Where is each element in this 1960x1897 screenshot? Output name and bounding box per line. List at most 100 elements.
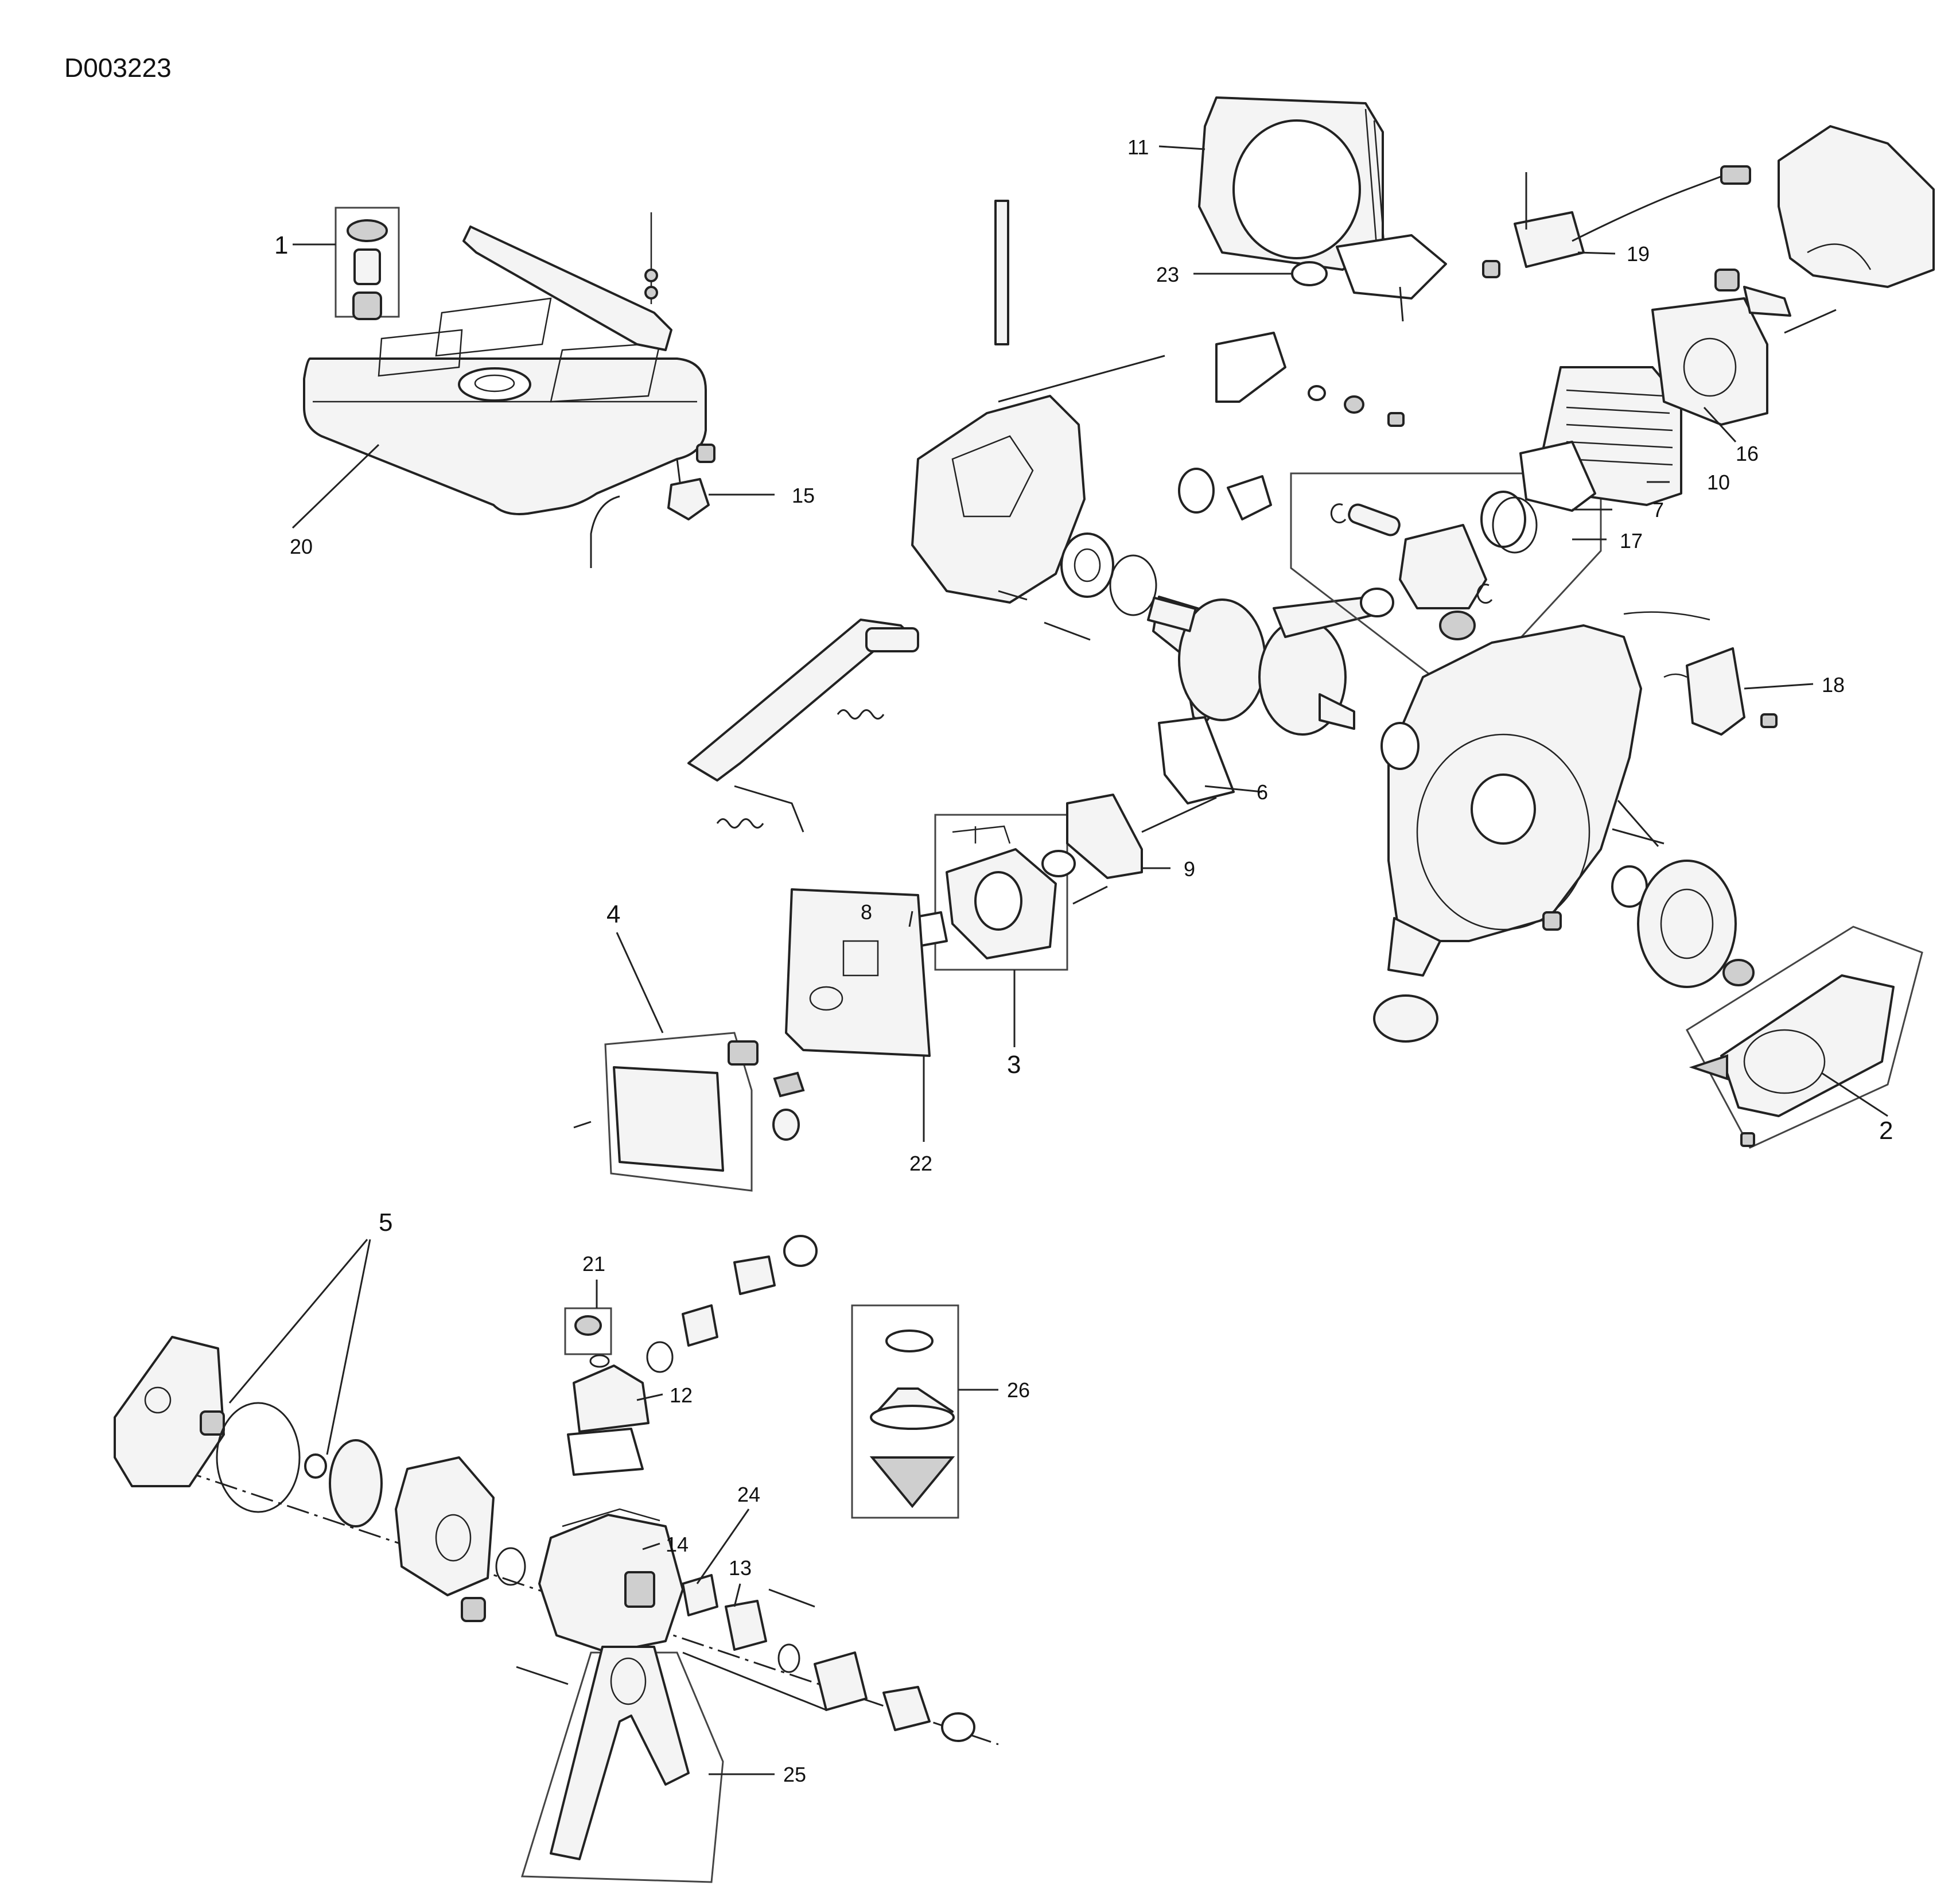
callout-23: 23: [1156, 263, 1179, 286]
exhaust-bracket: [1215, 332, 1286, 403]
ignition-module: [1686, 647, 1745, 736]
pump-stand-box: [520, 1651, 724, 1883]
rubber-mount: [1373, 994, 1438, 1043]
inlet-nipple: [814, 1651, 868, 1711]
callout-25: 25: [783, 1763, 806, 1786]
governor-spring-1: [837, 709, 885, 720]
cylinder-fins: [1566, 389, 1673, 466]
nut-small: [1344, 395, 1364, 414]
outlet-nipple: [682, 1304, 718, 1347]
callout-19: 19: [1627, 242, 1650, 266]
leader-8: [908, 911, 913, 927]
tank-panel-front: [378, 329, 463, 377]
pump-stud-2: [516, 1666, 569, 1685]
air-filter-element: [728, 1040, 759, 1066]
o-ring-large: [216, 1402, 301, 1513]
fuel-cap: [347, 219, 388, 242]
crankcase-bolt-2: [1612, 828, 1665, 845]
air-filter-cover-hole: [809, 986, 843, 1011]
flywheel-nut: [1722, 959, 1755, 986]
impeller: [329, 1439, 383, 1527]
filler-opening: [474, 374, 515, 392]
callout-5: 5: [379, 1208, 392, 1237]
callout-26: 26: [1007, 1378, 1030, 1402]
pump-casing-port: [624, 1571, 655, 1608]
starter-bolt: [1740, 1132, 1755, 1147]
piston-ring-2: [1492, 496, 1538, 554]
recoil-starter-box: [1686, 926, 1923, 1149]
muffler-gasket-23: [1291, 261, 1328, 286]
carb-gasket-small: [1041, 850, 1076, 877]
air-filter-assembly: [573, 888, 931, 1192]
flywheel-hub: [1660, 888, 1714, 959]
shroud-cutout: [1807, 243, 1872, 270]
piston-pin: [1348, 503, 1401, 537]
volute-o-ring: [495, 1547, 526, 1586]
leader-11: [1158, 145, 1205, 150]
governor-lever: [865, 627, 919, 652]
crankcase-foot: [1387, 917, 1441, 977]
crankcase-nut: [1542, 911, 1562, 931]
leader-12: [636, 1393, 663, 1401]
carburetor-box: [934, 814, 1068, 971]
cylinder-gasket: [1519, 441, 1596, 512]
crankcase-right-bore: [1471, 773, 1536, 845]
choke-link: [734, 785, 804, 833]
air-filter-cover-window: [842, 940, 879, 977]
volute-eye: [435, 1514, 472, 1562]
fuel-strainer: [352, 291, 382, 320]
priming-plug-box: [564, 1307, 612, 1355]
fuel-valve: [667, 478, 710, 520]
callout-9: 9: [1184, 857, 1195, 881]
leader-16: [1703, 406, 1737, 443]
pump-stud-1: [768, 1588, 815, 1608]
fuel-tank: [303, 357, 707, 515]
leader-lines: [228, 145, 1888, 1775]
leader-5b: [326, 1239, 371, 1455]
con-rod-small-end: [1360, 588, 1394, 617]
callout-12: 12: [670, 1383, 693, 1407]
callout-18: 18: [1822, 673, 1845, 697]
leader-24: [696, 1509, 750, 1584]
flywheel: [1637, 860, 1737, 988]
piston-ring-1: [1480, 491, 1526, 548]
inlet-o-ring: [777, 1643, 800, 1673]
callout-20: 20: [290, 535, 313, 558]
callout-10: 10: [1707, 471, 1730, 494]
recoil-starter: [1720, 974, 1895, 1117]
piston-clip-2: [1476, 584, 1493, 604]
outlet-hose-clamp: [783, 1235, 818, 1267]
fuel-hose: [590, 495, 620, 568]
priming-plug-o-ring: [589, 1354, 610, 1368]
air-filter-plate: [613, 1066, 724, 1172]
carburetor-bore: [974, 871, 1022, 931]
leader-20: [291, 444, 380, 529]
outlet-nut: [733, 1255, 776, 1295]
leader-13: [733, 1583, 741, 1607]
crankcase-left: [911, 395, 1086, 604]
strainer-disk: [870, 1405, 955, 1430]
leader-18: [1744, 683, 1814, 690]
bolt-small: [1387, 412, 1405, 427]
hv-lead: [1572, 171, 1733, 242]
valve-stem: [676, 458, 681, 483]
callout-6: 6: [1257, 780, 1268, 804]
leader-2: [1821, 1072, 1888, 1117]
pump-casing-top: [562, 1508, 660, 1527]
long-bolt-top: [998, 355, 1165, 403]
air-filter-screw: [573, 1121, 592, 1129]
handle-washer: [644, 269, 658, 282]
leader-19: [1577, 251, 1616, 255]
main-bearing-right: [1380, 722, 1420, 770]
cylinder-head-cover: [1651, 297, 1768, 426]
module-bolt: [1760, 713, 1778, 728]
main-bearing-left-bore: [1074, 548, 1101, 582]
inlet-flange-24: [682, 1574, 718, 1616]
crankcase-right-flange: [1416, 733, 1590, 931]
strainer-clamp: [885, 1330, 934, 1352]
circlip-left: [1109, 554, 1157, 616]
callout-21: 21: [582, 1252, 605, 1276]
engine-shroud: [1778, 125, 1935, 288]
inlet-hose-clamp: [941, 1712, 975, 1742]
